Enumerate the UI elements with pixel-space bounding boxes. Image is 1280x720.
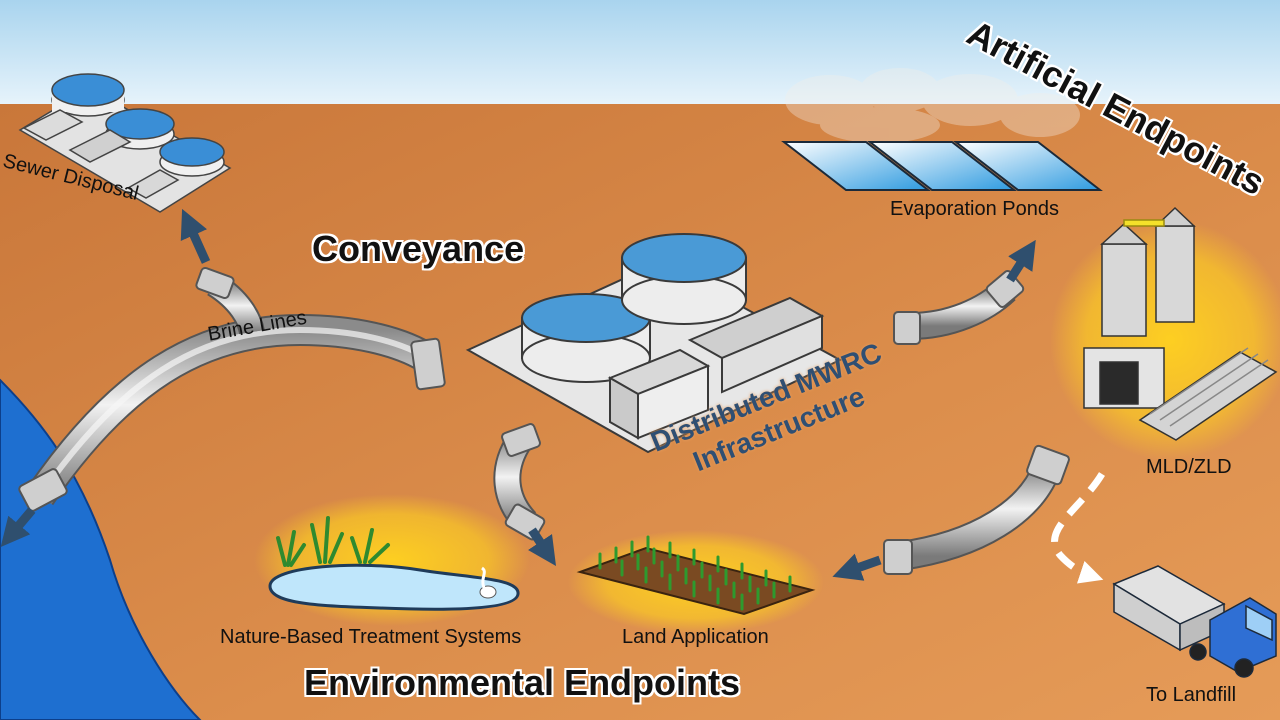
- arrow-to-sewer: [180, 208, 211, 264]
- nature-based-label: Nature-Based Treatment Systems: [220, 626, 522, 648]
- evaporation-ponds-label: Evaporation Ponds: [890, 198, 1060, 220]
- evaporation-ponds-icon: [781, 141, 1103, 191]
- arrow-to-evap: [1006, 239, 1036, 283]
- crop-field-icon: [576, 535, 816, 616]
- arrow-to-land-right: [832, 553, 882, 581]
- steam-icon: [785, 68, 1080, 143]
- sewer-pipe: [195, 266, 265, 335]
- environmental-endpoints-title: Environmental Endpoints: [304, 662, 741, 703]
- to-landfill-label: To Landfill: [1146, 684, 1237, 706]
- flow-arrows: [0, 208, 1036, 581]
- wetland-pond-icon: [268, 516, 520, 611]
- arrow-to-land: [528, 527, 556, 566]
- land-application-label: Land Application: [622, 626, 769, 648]
- truck-icon: [1112, 565, 1277, 678]
- sewer-plant-icon: [18, 73, 232, 213]
- brine-line-pipe: [18, 313, 446, 512]
- sky: [0, 0, 1280, 104]
- heron-icon: [479, 566, 497, 599]
- return-pipe: [883, 444, 1070, 575]
- conveyance-title: Conveyance: [312, 228, 525, 269]
- mld-zld-label: MLD/ZLD: [1146, 456, 1232, 478]
- mld-zld-facility-icon: [1083, 206, 1278, 441]
- arrow-to-ocean: [0, 507, 36, 547]
- mwrc-plant-icon: [465, 233, 843, 454]
